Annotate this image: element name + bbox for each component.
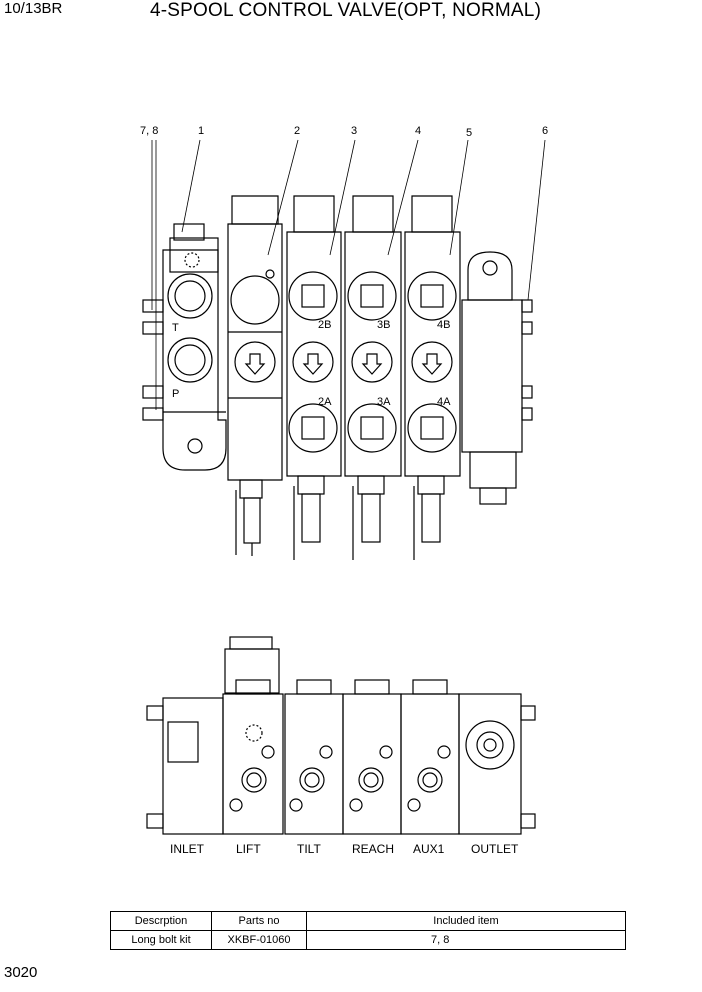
- callout-1: 1: [198, 125, 204, 137]
- lift-section-side: [222, 636, 284, 835]
- section-label-tilt: TILT: [297, 842, 321, 856]
- table-header: Parts no: [211, 911, 307, 931]
- page-title: 4-SPOOL CONTROL VALVE(OPT, NORMAL): [150, 0, 542, 21]
- section-label-reach: REACH: [352, 842, 394, 856]
- table-header: Descrption: [110, 911, 212, 931]
- inlet-section-side: [146, 697, 224, 835]
- spool-section-tilt-top: [286, 195, 342, 560]
- port-t-label: T: [172, 322, 179, 334]
- table-header-row: Descrption Parts no Included item: [110, 911, 626, 931]
- section-label-lift: LIFT: [236, 842, 261, 856]
- section-label-inlet: INLET: [170, 842, 205, 856]
- spool-section-reach-side: [342, 679, 402, 835]
- side-view: [146, 636, 536, 835]
- spool-section-tilt-side: [284, 679, 344, 835]
- lift-section-top: [227, 195, 283, 556]
- outlet-section-top: [461, 251, 533, 505]
- callout-3: 3: [351, 125, 357, 137]
- port-2a-label: 2A: [318, 396, 332, 408]
- port-2b-label: 2B: [318, 319, 331, 331]
- spool-section-aux1-side: [400, 679, 460, 835]
- section-labels: INLET LIFT TILT REACH AUX1 OUTLET: [170, 842, 519, 856]
- callout-4: 4: [415, 125, 421, 137]
- spool-section-reach-top: [344, 195, 402, 560]
- outlet-section-side: [458, 693, 536, 835]
- section-label-aux1: AUX1: [413, 842, 445, 856]
- table-row: Long bolt kit XKBF-01060 7, 8: [110, 930, 626, 950]
- model-code: 10/13BR: [4, 0, 63, 17]
- parts-table: Descrption Parts no Included item Long b…: [110, 911, 626, 950]
- port-p-label: P: [172, 388, 179, 400]
- table-cell: Long bolt kit: [110, 930, 212, 950]
- port-4b-label: 4B: [437, 319, 450, 331]
- spool-section-aux1-top: [404, 195, 461, 560]
- callout-6: 6: [542, 125, 548, 137]
- callout-2: 2: [294, 125, 300, 137]
- section-label-outlet: OUTLET: [471, 842, 519, 856]
- table-header: Included item: [306, 911, 626, 931]
- top-view: 7, 8 1 2 3 4 5 6 T P: [140, 125, 548, 560]
- callout-5: 5: [466, 127, 472, 139]
- page-number: 3020: [4, 964, 38, 981]
- leader-lines: [151, 139, 546, 410]
- port-3a-label: 3A: [377, 396, 391, 408]
- inlet-section-top: [142, 223, 227, 471]
- inlet-port-labels: T P: [172, 322, 179, 400]
- callout-7-8: 7, 8: [140, 125, 158, 137]
- table-cell: 7, 8: [306, 930, 626, 950]
- port-4a-label: 4A: [437, 396, 451, 408]
- port-3b-label: 3B: [377, 319, 390, 331]
- work-port-labels: 2B 3B 4B 2A 3A 4A: [318, 319, 451, 408]
- callout-numbers: 7, 8 1 2 3 4 5 6: [140, 125, 548, 139]
- table-cell: XKBF-01060: [211, 930, 307, 950]
